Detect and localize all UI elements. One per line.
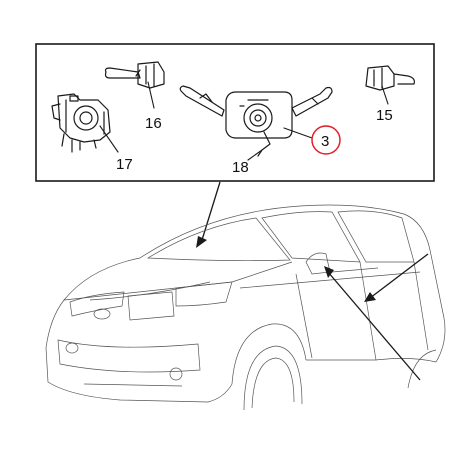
callout-18: 18 [232,159,249,176]
inset-arrow [196,181,221,248]
pointer-lines [324,253,429,381]
callout-17: 17 [116,156,133,173]
car-illustration [45,204,446,411]
left-stalk [179,85,225,117]
callout-15: 15 [376,107,393,124]
part-18-combination-switch [225,91,293,157]
right-stalk [291,86,333,117]
callout-3: 3 [321,133,329,150]
leader-lines [99,81,389,161]
part-15-light-switch [365,65,415,91]
inset-frame [35,43,435,182]
part-16-wiper-switch [104,61,165,89]
part-17-bracket [51,93,111,153]
callout-3-ring [311,125,341,155]
callout-16: 16 [145,115,162,132]
